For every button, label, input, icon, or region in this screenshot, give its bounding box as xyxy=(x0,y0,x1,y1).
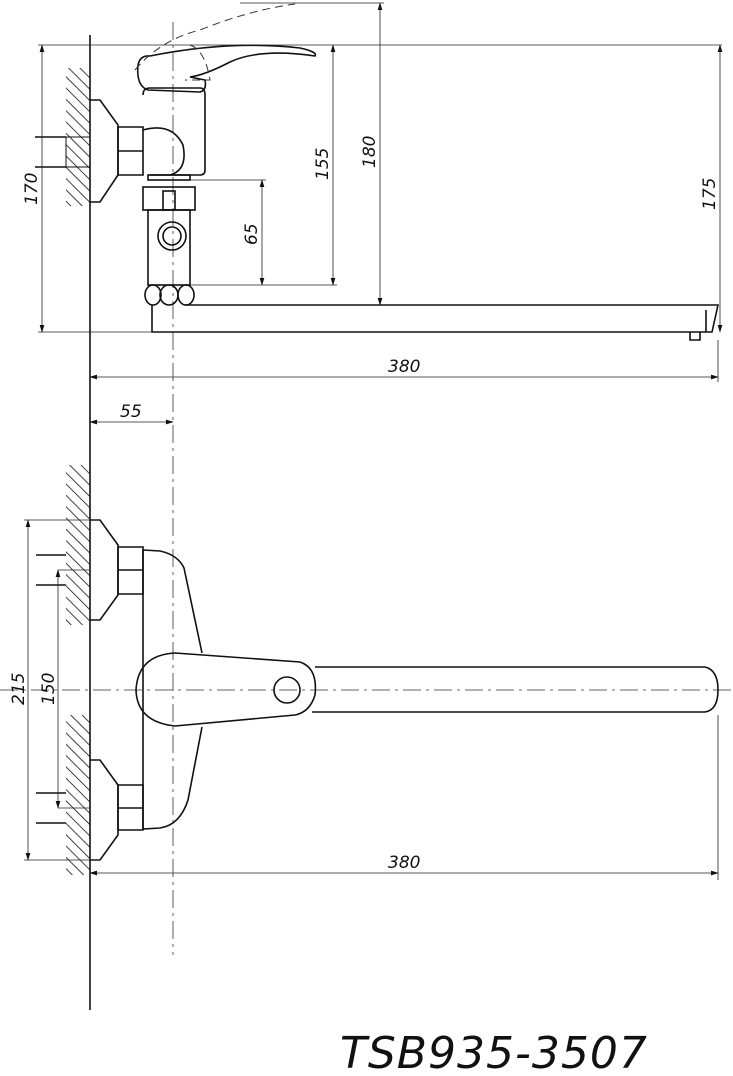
front-view-dimensions xyxy=(24,519,719,880)
dim-380-front: 380 xyxy=(388,853,420,873)
dim-180: 180 xyxy=(360,136,380,168)
dim-155: 155 xyxy=(313,148,333,180)
side-view-dimensions xyxy=(38,2,723,425)
side-view-faucet xyxy=(35,3,719,341)
dim-150: 150 xyxy=(39,673,59,705)
dim-175: 175 xyxy=(700,178,720,210)
dim-380-side: 380 xyxy=(388,357,420,377)
model-number: TSB935-3507 xyxy=(340,1028,648,1076)
wall xyxy=(66,35,91,1010)
dim-170: 170 xyxy=(22,173,42,205)
dim-65: 65 xyxy=(242,223,262,245)
dim-55: 55 xyxy=(120,402,142,422)
dim-215: 215 xyxy=(9,673,29,705)
